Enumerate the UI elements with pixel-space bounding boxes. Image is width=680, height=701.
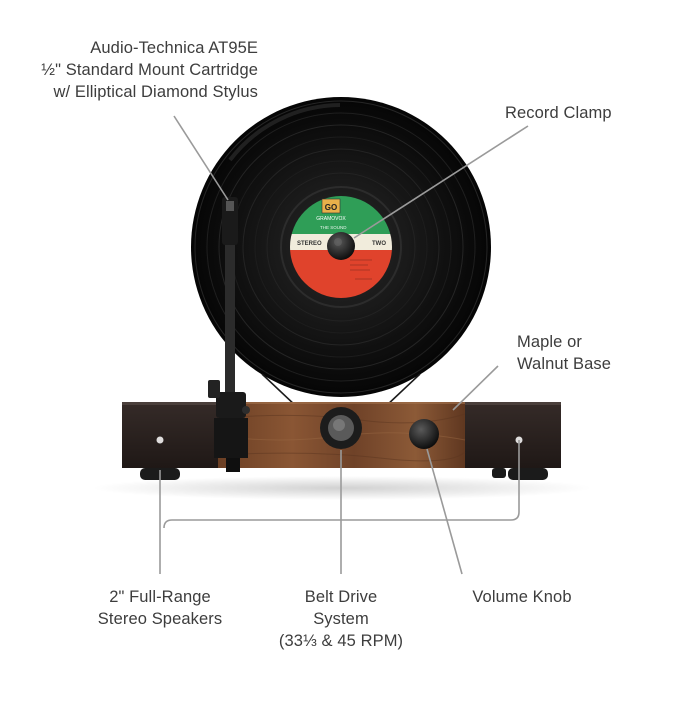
speaker-left — [122, 402, 218, 480]
tonearm — [208, 197, 250, 472]
volume-knob — [409, 419, 439, 449]
callout-clamp — [353, 125, 529, 239]
cartridge-label-line: Audio-Technica AT95E — [90, 39, 258, 57]
speaker-right — [465, 402, 561, 480]
record-clamp-label-text: Record Clamp — [505, 104, 612, 122]
speaker-indicator — [156, 436, 164, 444]
record-clamp — [327, 232, 355, 260]
cartridge-label-line: w/ Elliptical Diamond Stylus — [53, 83, 258, 101]
belt-drive-pulley — [320, 407, 362, 449]
floor-shadow — [92, 476, 592, 500]
speakers-label-line: 2" Full-Range — [109, 588, 211, 606]
callout-base — [452, 365, 499, 411]
base-label-line: Maple or — [517, 333, 582, 351]
base-label-line: Walnut Base — [517, 355, 612, 373]
callout-speakers — [159, 440, 520, 574]
callout-volume — [426, 448, 463, 575]
volume-knob-label: Volume Knob — [452, 586, 592, 608]
label-logo: GO — [325, 203, 337, 212]
label-right-text: TWO — [372, 241, 386, 247]
label-brand: GRAMOVOX — [316, 216, 346, 222]
belt-drive-label-line: (33⅓ & 45 RPM) — [278, 632, 404, 650]
cartridge-label-line: ½" Standard Mount Cartridge — [41, 61, 258, 79]
callout-cartridge — [173, 115, 229, 201]
label-title: THE SOUND — [320, 225, 347, 230]
belt-drive-label-line: Belt Drive — [304, 588, 378, 606]
belt-drive-label-line: System — [313, 610, 369, 628]
label-left-text: STEREO — [297, 241, 322, 247]
record-clamp-label: Record Clamp — [505, 102, 612, 124]
cartridge-label: Audio-Technica AT95E ½" Standard Mount C… — [41, 37, 258, 103]
volume-knob-label-text: Volume Knob — [472, 588, 572, 606]
speakers-label-line: Stereo Speakers — [97, 610, 223, 628]
label-logo-box — [321, 198, 341, 214]
base-label: Maple or Walnut Base — [517, 331, 611, 375]
foot-right — [508, 468, 548, 480]
speakers-label: 2" Full-Range Stereo Speakers — [60, 586, 260, 630]
callout-lines — [159, 115, 529, 575]
belt-drive-label: Belt Drive System (33⅓ & 45 RPM) — [268, 586, 414, 652]
